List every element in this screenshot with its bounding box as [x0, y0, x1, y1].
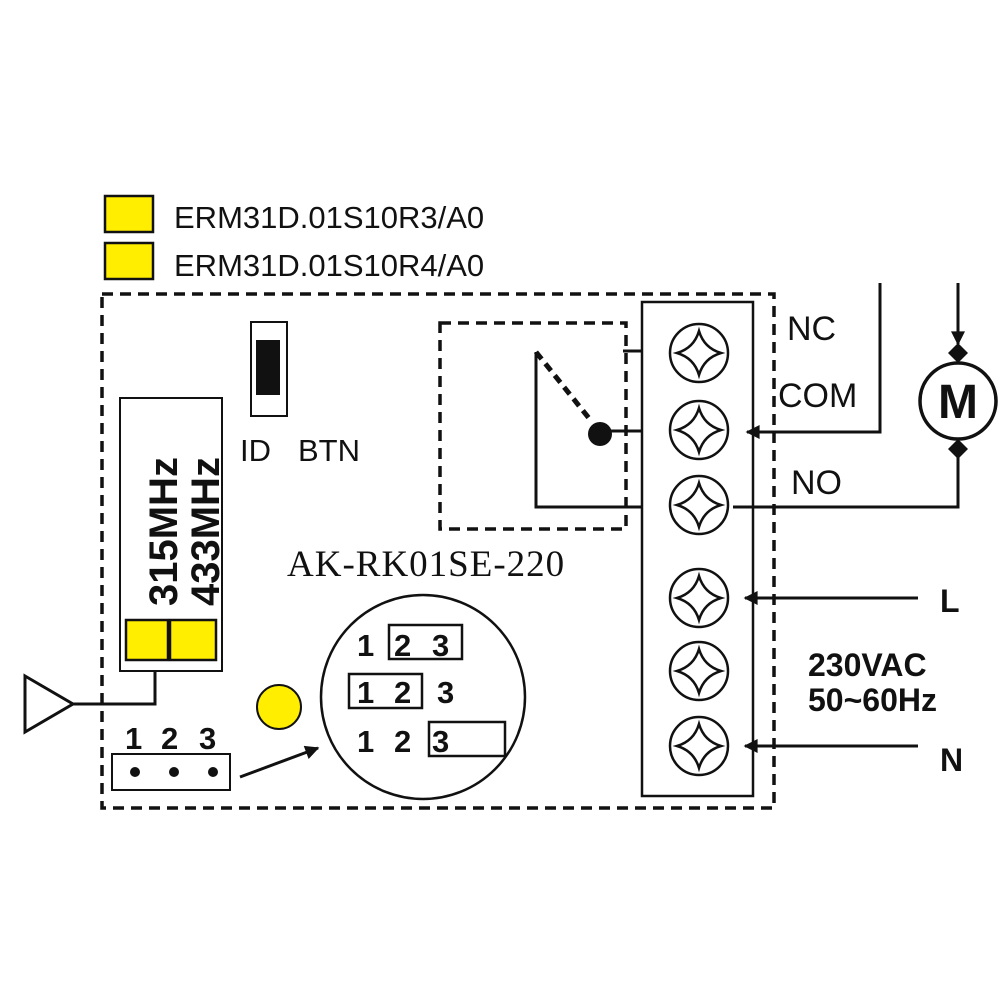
jumper-zoom: 1 2 3 1 2 3 1 2 3: [319, 593, 527, 801]
legend: ERM31D.01S10R3/A0 ERM31D.01S10R4/A0: [103, 194, 484, 283]
zoom-pin-label: 3: [432, 724, 449, 759]
antenna-icon: [23, 671, 157, 735]
zoom-pin-label: 2: [394, 724, 411, 759]
jumper-header: 1 2 3: [111, 721, 231, 791]
legend-label-r4: ERM31D.01S10R4/A0: [174, 248, 484, 283]
id-button: [250, 321, 288, 417]
frequency-swatch-433: [168, 618, 218, 662]
zoom-pin-label: 2: [394, 628, 411, 663]
frequency-swatch-315: [124, 618, 170, 662]
nc-label: NC: [787, 310, 836, 348]
jumper-pin-label: 3: [199, 721, 216, 756]
jumper-pin-label: 2: [161, 721, 178, 756]
no-label: NO: [791, 464, 842, 502]
mains-frequency-label: 50~60Hz: [808, 682, 937, 718]
frequency-315-label: 315MHz: [142, 457, 186, 606]
module-outline: [100, 292, 776, 810]
relay: [438, 321, 670, 531]
zoom-pin-label: 1: [357, 724, 374, 759]
frequency-module: 315MHz 433MHz: [119, 397, 228, 672]
frequency-433-label: 433MHz: [184, 457, 228, 606]
l-label: L: [940, 583, 960, 619]
terminal-screw-icon: [668, 399, 730, 461]
terminal-screw-icon: [668, 322, 730, 384]
no-wire: [733, 445, 960, 509]
jumper-pin-label: 1: [125, 721, 142, 756]
legend-label-r3: ERM31D.01S10R3/A0: [174, 200, 484, 235]
relay-pivot: [588, 422, 612, 446]
zoom-pin-label: 1: [357, 628, 374, 663]
motor-icon: M: [918, 283, 998, 459]
n-label: N: [940, 742, 963, 778]
zoom-pin-label: 1: [357, 675, 374, 710]
motor-label: M: [938, 376, 978, 429]
terminal-screw-icon: [668, 474, 730, 536]
legend-swatch-r4: [103, 241, 155, 281]
zoom-pin-label: 2: [394, 675, 411, 710]
com-wire: [745, 283, 882, 439]
legend-swatch-r3: [103, 194, 155, 234]
com-label: COM: [778, 377, 857, 415]
zoom-pin-label: 3: [432, 628, 449, 663]
terminal-screw-icon: [668, 715, 730, 777]
terminal-screw-icon: [668, 640, 730, 702]
zoom-pin-label: 3: [437, 675, 454, 710]
voltage-label: 230VAC: [808, 647, 927, 683]
model-label: AK-RK01SE-220: [287, 544, 565, 585]
led-indicator: [256, 684, 302, 730]
id-label: ID: [240, 433, 271, 468]
terminal-screw-icon: [668, 567, 730, 629]
zoom-arrow: [239, 745, 320, 779]
terminal-block: [640, 300, 755, 798]
btn-label: BTN: [298, 433, 360, 468]
